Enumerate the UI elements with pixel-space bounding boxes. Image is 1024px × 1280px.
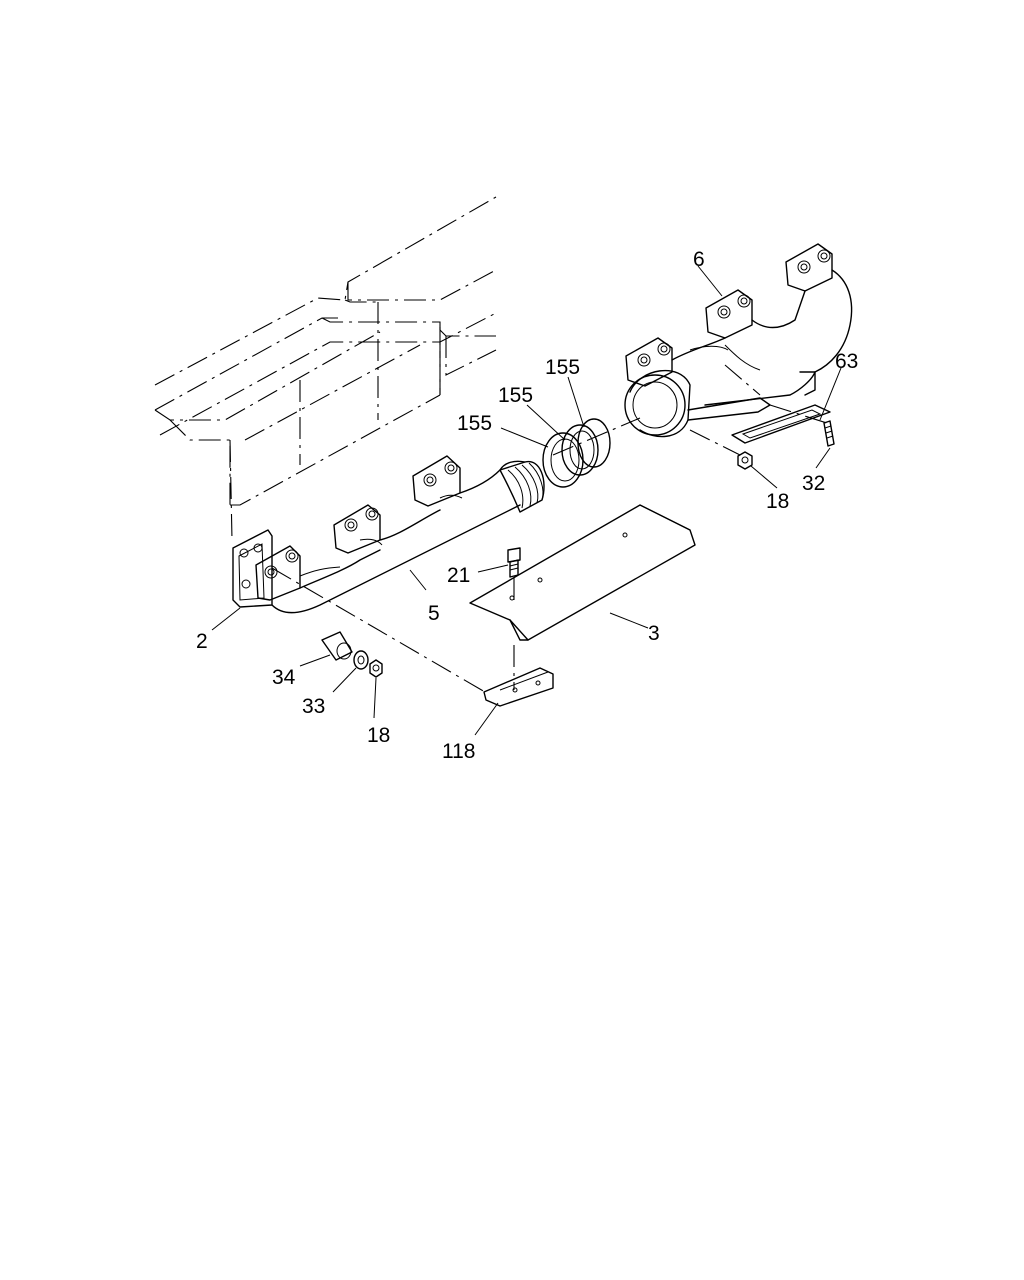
stud-32 (823, 420, 835, 447)
callout-63: 63 (835, 350, 858, 373)
callout-5: 5 (428, 602, 440, 625)
callout-118: 118 (442, 740, 475, 763)
assembly-centerlines (271, 364, 831, 693)
callout-155-a: 155 (545, 356, 580, 379)
front-manifold-body (624, 243, 853, 438)
callout-labels: 6 63 155 155 155 18 32 21 5 3 2 34 33 18… (196, 248, 858, 763)
callout-32: 32 (802, 472, 825, 495)
gasket-63 (731, 404, 831, 444)
seal-rings (542, 418, 611, 488)
washer-33 (353, 650, 369, 670)
callout-155-c: 155 (457, 412, 492, 435)
callout-3: 3 (648, 622, 660, 645)
callout-6: 6 (693, 248, 705, 271)
callout-33: 33 (302, 695, 325, 718)
cylinder-head-phantom (154, 196, 497, 541)
heat-shield-3 (469, 504, 696, 641)
bracket-118 (483, 667, 554, 707)
callout-34: 34 (272, 666, 296, 689)
nut-18-upper (737, 451, 753, 470)
callout-18-lower: 18 (367, 724, 390, 747)
callout-155-b: 155 (498, 384, 533, 407)
callout-21: 21 (447, 564, 470, 587)
bolt-21 (507, 547, 521, 578)
sleeve-34 (321, 631, 353, 661)
leader-lines (211, 265, 842, 736)
nut-18-lower (369, 659, 383, 678)
rear-manifold-body (232, 455, 545, 614)
callout-18-upper: 18 (766, 490, 789, 513)
callout-2: 2 (196, 630, 208, 653)
